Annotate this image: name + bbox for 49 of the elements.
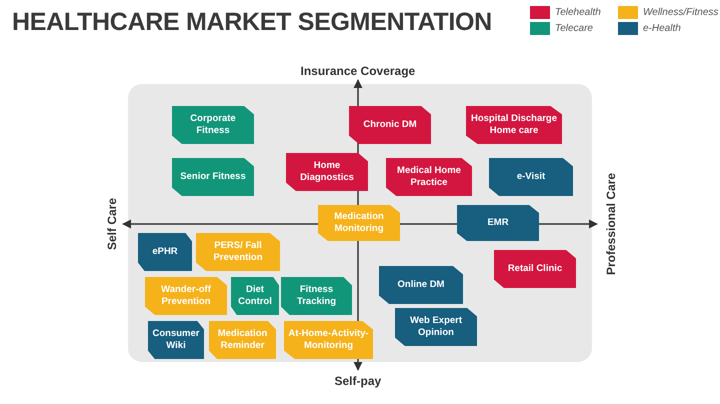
segment-label: Wander-off Prevention <box>160 284 212 308</box>
segment-box <box>318 205 400 241</box>
segment-label: At-Home-Activity-Monitoring <box>287 328 370 352</box>
segment-box <box>284 321 373 359</box>
legend-label: e-Health <box>643 23 681 34</box>
axis-label: Self-pay <box>334 374 382 388</box>
segment-label: Diet Control <box>237 284 273 308</box>
legend-label: Wellness/Fitness <box>643 7 718 18</box>
segment-box <box>145 277 227 315</box>
segment-label: Consumer Wiki <box>152 328 200 352</box>
segment-label: Corporate Fitness <box>189 113 237 137</box>
segment-box <box>281 277 352 315</box>
segment-box <box>457 205 539 241</box>
segment-box <box>395 308 477 346</box>
axis-label: Insurance Coverage <box>300 64 416 78</box>
segment-label: Chronic DM <box>362 119 418 131</box>
segment-label: Fitness Tracking <box>296 284 338 308</box>
segment-box <box>489 158 573 196</box>
segment-box <box>138 233 192 271</box>
segment-label: Home Diagnostics <box>299 160 355 184</box>
segment-box <box>148 321 204 359</box>
axis-label: Self Care <box>105 198 120 250</box>
segment-label: e-Visit <box>516 171 546 183</box>
segment-box <box>196 233 280 271</box>
segment-box <box>172 158 254 196</box>
axis-label: Professional Care <box>604 172 618 276</box>
segment-box <box>209 321 276 359</box>
segment-box <box>379 266 463 304</box>
segment-box <box>231 277 279 315</box>
segment-label: Medication Monitoring <box>333 211 385 235</box>
segment-label: Medical Home Practice <box>396 165 462 189</box>
segment-box <box>386 158 472 196</box>
segment-label: Medication Reminder <box>216 328 268 352</box>
segment-label: PERS/ Fall Prevention <box>212 240 264 264</box>
segment-label: Senior Fitness <box>179 171 247 183</box>
segment-box <box>349 106 431 144</box>
segment-label: Retail Clinic <box>506 263 564 275</box>
segment-box <box>494 250 576 288</box>
segment-label: Online DM <box>396 279 446 291</box>
segment-label: EMR <box>486 217 510 229</box>
segment-box <box>286 153 368 191</box>
segment-label: Hospital Discharge Home care <box>470 113 558 137</box>
segment-box <box>466 106 562 144</box>
title: HEALTHCARE MARKET SEGMENTATION <box>12 8 492 37</box>
segment-label: ePHR <box>151 246 179 258</box>
legend-label: Telehealth <box>555 7 601 18</box>
segment-label: Web Expert Opinion <box>408 315 464 339</box>
legend-label: Telecare <box>555 23 593 34</box>
segment-box <box>172 106 254 144</box>
